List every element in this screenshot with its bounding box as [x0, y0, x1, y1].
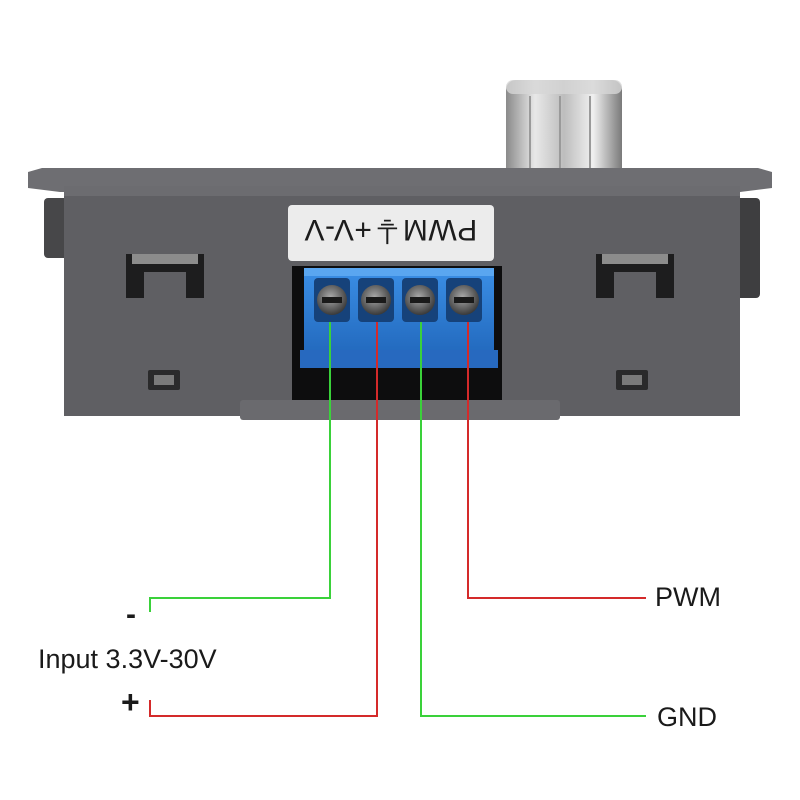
wires [149, 322, 646, 717]
wire-gnd [420, 322, 646, 717]
terminal-screw-4 [446, 278, 482, 322]
right-latch-slot [596, 254, 674, 390]
terminal-screw-1 [314, 278, 350, 322]
terminal-block [292, 266, 502, 400]
left-latch-slot [126, 254, 204, 390]
adjustment-knob [506, 80, 622, 180]
minus-label: - [126, 598, 136, 631]
terminal-screw-2 [358, 278, 394, 322]
terminal-label-plate: PWM⏚+V-V [288, 205, 494, 261]
wire-negative [149, 322, 331, 612]
gnd-label: GND [657, 702, 717, 732]
plus-label: + [121, 684, 140, 720]
wire-positive [149, 322, 378, 717]
terminal-screw-3 [402, 278, 438, 322]
wire-pwm [467, 322, 646, 599]
input-voltage-label: Input 3.3V-30V [38, 644, 217, 674]
pwm-label: PWM [655, 582, 721, 612]
terminal-label-text: PWM⏚+V-V [304, 213, 478, 246]
